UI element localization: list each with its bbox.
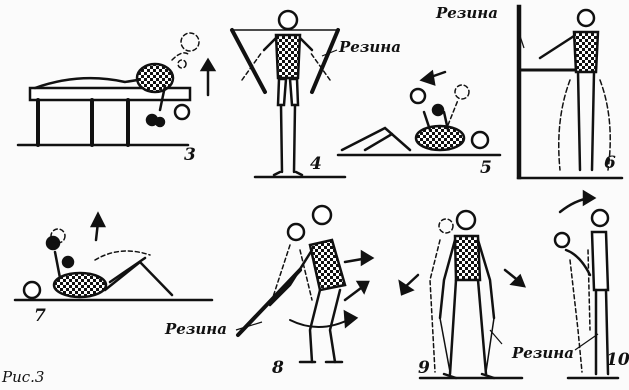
- exercise-3-illustration: [18, 33, 214, 145]
- exercise-number-5: 5: [480, 160, 492, 177]
- figure-caption: Рис.3: [2, 370, 44, 385]
- exercise-number-6: 6: [604, 155, 616, 172]
- exercise-number-7: 7: [34, 308, 46, 325]
- band-label-ex9-10: Резина: [512, 346, 574, 361]
- exercise-number-3: 3: [184, 147, 196, 164]
- band-label-ex4: Резина: [339, 40, 401, 55]
- exercise-4-illustration: [232, 11, 345, 177]
- exercise-number-9: 9: [418, 360, 430, 377]
- exercise-5-illustration: [338, 72, 500, 155]
- exercise-8-illustration: [238, 206, 372, 362]
- exercise-7-illustration: [15, 214, 212, 300]
- exercise-9-illustration: [400, 211, 524, 378]
- band-label-ex6: Резина: [436, 6, 498, 21]
- exercise-number-4: 4: [310, 156, 322, 173]
- exercise-number-10: 10: [606, 352, 629, 369]
- exercise-number-8: 8: [272, 360, 284, 377]
- band-label-ex8: Резина: [165, 322, 227, 337]
